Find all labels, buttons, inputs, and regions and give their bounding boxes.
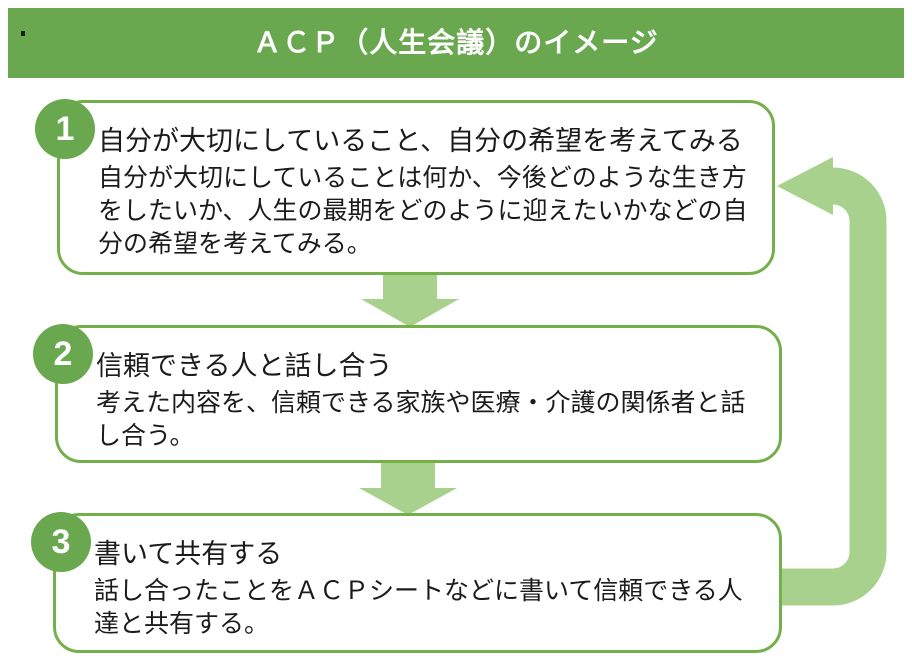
step-1-number-badge: 1 bbox=[35, 99, 95, 159]
loop-arrow-icon bbox=[777, 157, 887, 606]
step-3-number-badge: 3 bbox=[31, 512, 91, 572]
page-title: ＡＣＰ（人生会議）のイメージ bbox=[253, 27, 659, 58]
step-1-description: 自分が大切にしていることは何か、今後どのような生き方をしたいか、人生の最期をどの… bbox=[98, 164, 748, 259]
title-bar: ＡＣＰ（人生会議）のイメージ bbox=[8, 8, 904, 78]
step-number: 2 bbox=[53, 335, 73, 373]
step-2-description: 考えた内容を、信頼できる家族や医療・介護の関係者と話し合う。 bbox=[96, 389, 746, 451]
step-1-heading: 自分が大切にしていること、自分の希望を考えてみる bbox=[98, 126, 743, 156]
step-number: 3 bbox=[51, 523, 71, 561]
down-arrow-icon bbox=[361, 273, 459, 327]
stray-dot bbox=[21, 31, 25, 36]
step-3-description: 話し合ったことをＡＣＰシートなどに書いて信頼できる人達と共有する。 bbox=[94, 577, 743, 639]
step-number: 1 bbox=[55, 110, 75, 148]
step-2-number-badge: 2 bbox=[33, 324, 93, 384]
step-2-box: 2 信頼できる人と話し合う 考えた内容を、信頼できる家族や医療・介護の関係者と話… bbox=[33, 324, 782, 463]
down-arrow-icon bbox=[359, 463, 457, 515]
step-2-heading: 信頼できる人と話し合う bbox=[96, 351, 393, 381]
step-1-box: 1 自分が大切にしていること、自分の希望を考えてみる 自分が大切にしていることは… bbox=[35, 99, 775, 275]
step-3-heading: 書いて共有する bbox=[94, 539, 283, 569]
step-3-box: 3 書いて共有する 話し合ったことをＡＣＰシートなどに書いて信頼できる人達と共有… bbox=[31, 512, 782, 653]
